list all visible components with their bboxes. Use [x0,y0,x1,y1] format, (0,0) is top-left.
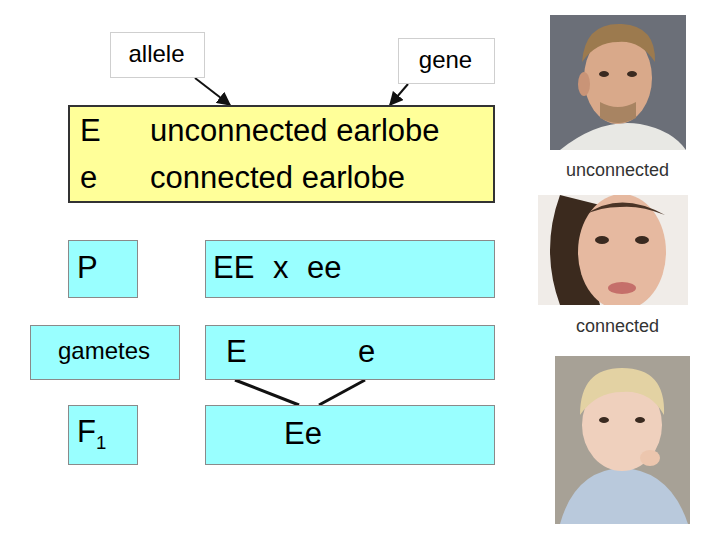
cross-box: F1 [68,405,138,465]
cross-box: Ee [205,405,495,465]
node-text: e [80,159,97,196]
node-text: Ee [284,415,322,452]
node-text: EE x ee [213,249,342,286]
node-text: E [226,333,247,370]
pointer-arrow [390,84,408,105]
allele-key-box: Eunconnected earlobe e connected earlobe [68,105,495,203]
woman-photo [538,195,688,305]
photo-caption: connected [545,316,690,337]
cross-box: P [68,240,138,298]
cross-box: Ee [205,325,495,380]
cross-box: gametes [30,325,180,380]
inheritance-line [319,380,365,405]
term-box: allele [110,32,205,78]
cross-box: EE x ee [205,240,495,298]
node-text: gametes [58,337,150,366]
node-text: P [77,249,98,286]
node-text: E [80,112,101,149]
photo-caption: unconnected [545,160,690,181]
node-text: e [358,333,375,370]
node-text: connected earlobe [150,159,405,196]
child-photo [555,356,690,524]
man-photo [550,15,686,150]
node-text: F1 [77,413,106,455]
term-box: gene [398,38,495,84]
node-text: unconnected earlobe [150,112,440,149]
node-text: gene [419,46,472,75]
pointer-arrow [195,78,230,105]
node-text: allele [128,40,184,69]
inheritance-line [235,380,299,405]
